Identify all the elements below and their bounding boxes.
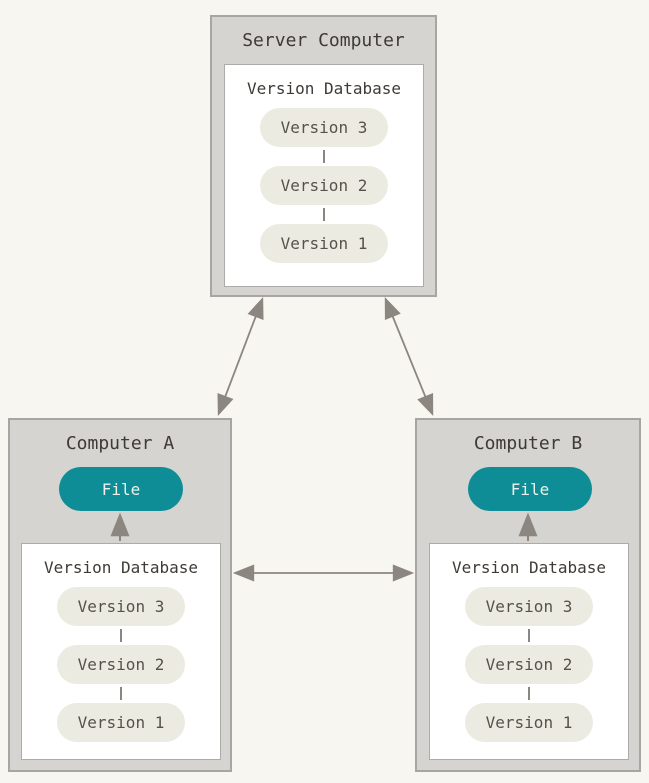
computer-b-version-1-pill: Version 1: [465, 703, 593, 742]
server-computer-box: Server Computer Version Database Version…: [210, 15, 437, 297]
computer-b-title: Computer B: [473, 433, 583, 454]
computer-a-version-2-pill: Version 2: [57, 645, 185, 684]
server-version-2-pill: Version 2: [260, 166, 388, 205]
computer-b-file-pill: File: [468, 467, 592, 511]
server-version-database-panel: Version Database Version 3 Version 2 Ver…: [224, 64, 424, 287]
arrow-server-to-computer-b: [384, 297, 434, 416]
computer-a-file-pill: File: [59, 467, 183, 511]
arrow-server-to-computer-a: [217, 297, 264, 416]
computer-a-box: Computer A File Version Database Version…: [8, 418, 232, 772]
computer-a-version-1-pill: Version 1: [57, 703, 185, 742]
server-connector-line: [323, 150, 325, 163]
computer-a-version-database-title: Version Database: [43, 558, 199, 577]
computer-a-title: Computer A: [65, 433, 175, 454]
computer-b-connector-line: [528, 629, 530, 642]
server-version-database-title: Version Database: [246, 79, 402, 98]
computer-b-version-2-pill: Version 2: [465, 645, 593, 684]
computer-b-version-database-title: Version Database: [451, 558, 607, 577]
computer-b-version-database-panel: Version Database Version 3 Version 2 Ver…: [429, 543, 629, 760]
computer-a-version-database-panel: Version Database Version 3 Version 2 Ver…: [21, 543, 221, 760]
computer-b-box: Computer B File Version Database Version…: [415, 418, 641, 772]
server-computer-title: Server Computer: [242, 30, 405, 51]
computer-b-connector-line: [528, 687, 530, 700]
server-version-1-pill: Version 1: [260, 224, 388, 263]
server-connector-line: [323, 208, 325, 221]
computer-a-version-3-pill: Version 3: [57, 587, 185, 626]
computer-a-connector-line: [120, 629, 122, 642]
computer-a-connector-line: [120, 687, 122, 700]
computer-b-version-3-pill: Version 3: [465, 587, 593, 626]
server-version-3-pill: Version 3: [260, 108, 388, 147]
